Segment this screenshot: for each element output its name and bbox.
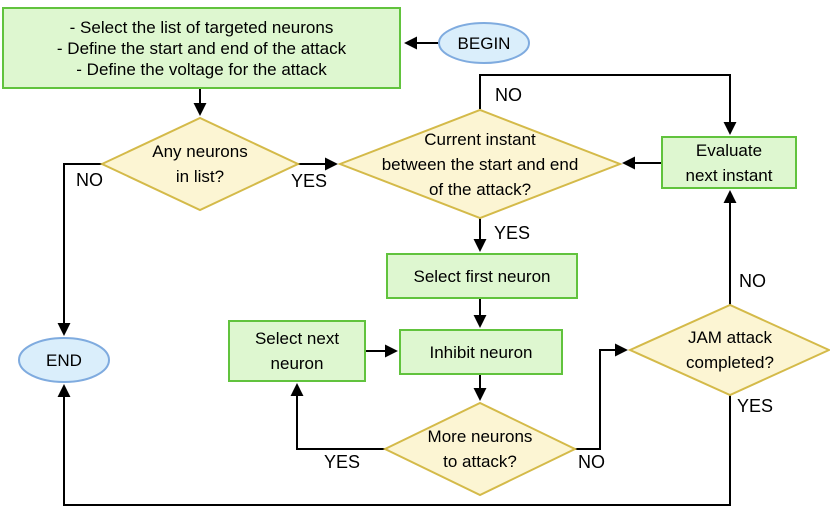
select-next-neuron-box-shape — [228, 320, 366, 382]
inhibit-neuron-box-shape — [399, 329, 563, 375]
edge-more-neurons-no-to-jam — [575, 343, 628, 450]
setup-box-shape — [2, 7, 401, 89]
evaluate-next-instant-box-shape — [661, 136, 797, 189]
jam-completed-decision-shape — [627, 303, 830, 397]
more-neurons-decision-shape — [382, 401, 578, 497]
edge-more-neurons-yes-to-select-next — [290, 383, 385, 450]
end-terminal-shape — [18, 337, 110, 383]
any-neurons-decision-shape — [99, 116, 301, 212]
current-instant-decision-shape — [337, 108, 623, 220]
edge-current-no-loop-to-evaluate — [479, 74, 737, 135]
select-first-neuron-box-shape — [386, 253, 578, 299]
edge-any-neurons-no-to-end — [57, 163, 102, 336]
begin-terminal-shape — [438, 22, 530, 64]
edge-jam-yes-to-end — [57, 384, 731, 506]
